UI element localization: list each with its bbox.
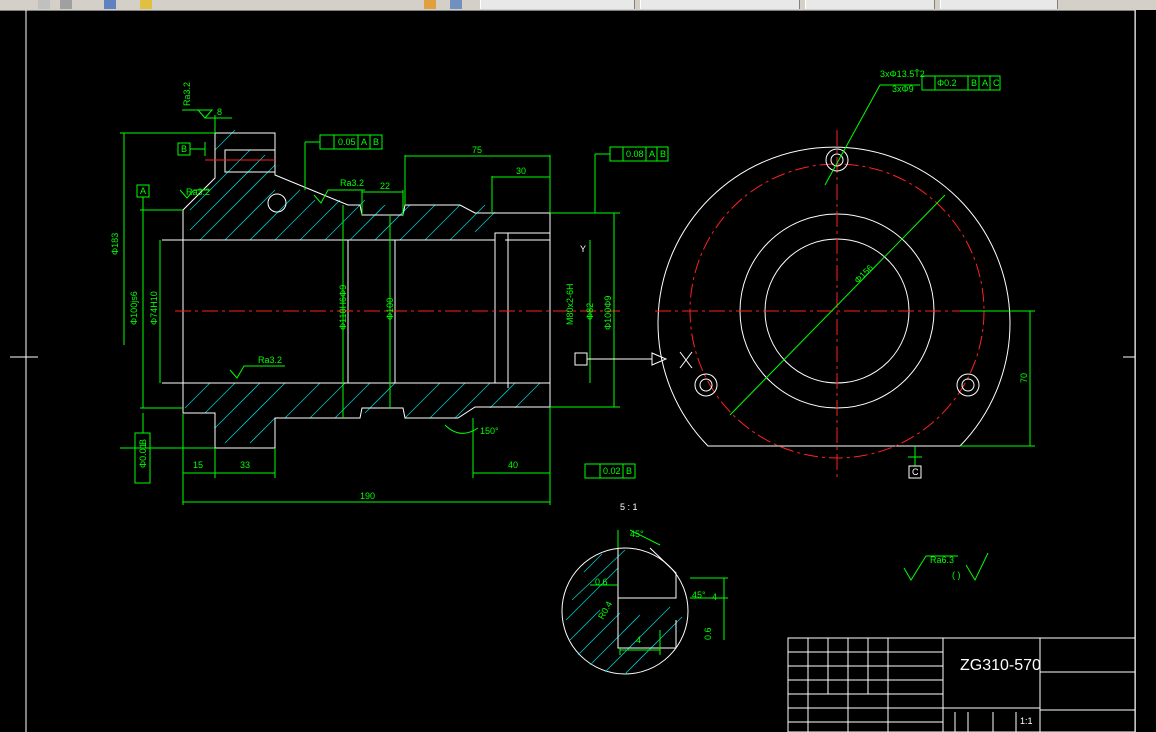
- dim-33: 33: [240, 460, 250, 470]
- file-icon[interactable]: [38, 0, 50, 9]
- tol2-datum-a: A: [649, 149, 655, 159]
- vertical-scrollbar[interactable]: [1135, 10, 1156, 732]
- hole-tol-a: A: [982, 78, 988, 88]
- toolbar: [0, 0, 1156, 11]
- ra-mid: Ra3.2: [340, 178, 364, 188]
- flange-view: Φ156 3xΦ13.5Ť2 3xΦ9 Φ0.2 B A C 70 C: [655, 69, 1035, 480]
- bolt-hole-right: [956, 373, 980, 397]
- dim-22: 22: [380, 181, 390, 191]
- tol1-datum-b: B: [373, 137, 379, 147]
- tol4-datum: B: [138, 439, 148, 445]
- detail-45-right: 45°: [692, 590, 706, 600]
- datum-b: B: [181, 144, 187, 154]
- ra-top: Ra3.2: [182, 82, 192, 106]
- bolt-hole-left: [694, 373, 718, 397]
- ra-inner: Ra3.2: [258, 355, 282, 365]
- ra-left: Ra3.2: [186, 187, 210, 197]
- dim-d100g: Φ100Φ9: [603, 296, 613, 330]
- tol2-datum-b: B: [660, 149, 666, 159]
- properties-icon[interactable]: [140, 0, 152, 9]
- general-roughness: Ra6.3 ( ): [903, 552, 989, 582]
- detail-hatch: [565, 549, 683, 675]
- dim-15: 15: [193, 460, 203, 470]
- dim-40: 40: [508, 460, 518, 470]
- hole-tol-c: C: [993, 78, 1000, 88]
- tol4-value: Φ0.01: [138, 443, 148, 468]
- lineweight-dropdown[interactable]: [940, 0, 1058, 9]
- ra63: Ra6.3: [930, 555, 954, 565]
- title-scale: 1:1: [1020, 716, 1033, 726]
- dim-d110h6: Φ110H6Φ9: [338, 285, 348, 330]
- detail-06-right: 0.6: [703, 627, 713, 640]
- datum-y: Y: [580, 244, 586, 254]
- drawing-canvas[interactable]: Φ183 Φ100js6 Φ74H10 Φ110H6Φ9 Φ100 Φ82 M8…: [0, 10, 1136, 732]
- hole-tol-value: Φ0.2: [937, 78, 957, 88]
- hatch-lower: [184, 382, 541, 444]
- tol3-datum: B: [626, 466, 632, 476]
- dim-d74h10: Φ74H10: [149, 291, 159, 325]
- dim-190: 190: [360, 491, 375, 501]
- dim-d100js6: Φ100js6: [129, 291, 139, 325]
- view-icon[interactable]: [450, 0, 462, 9]
- dim-m80: M80x2-6H: [565, 283, 575, 325]
- dim-75: 75: [472, 145, 482, 155]
- bolt-hole-top: [825, 148, 849, 172]
- detail-view: 5 : 1 45° 45° 4 0.6 0: [561, 502, 728, 675]
- layer-dropdown[interactable]: [480, 0, 635, 9]
- datum-c: C: [912, 467, 919, 477]
- linetype-dropdown[interactable]: [805, 0, 935, 9]
- detail-4-bottom: 4: [636, 635, 641, 645]
- tol1-datum-a: A: [361, 137, 367, 147]
- dimensions-left: Φ183 Φ100js6 Φ74H10 Φ110H6Φ9 Φ100 Φ82 M8…: [110, 107, 620, 505]
- tol3-value: 0.02: [603, 466, 621, 476]
- dim-150deg: 150°: [480, 426, 499, 436]
- holes-spec2: 3xΦ9: [892, 84, 914, 94]
- color-dropdown[interactable]: [640, 0, 800, 9]
- dim-d100: Φ100: [385, 298, 395, 320]
- annotations-left: Ra3.2 Ra3.2 Ra3.2 Ra3.2 A B 0.05 A B: [134, 82, 669, 484]
- save-icon[interactable]: [60, 0, 72, 9]
- dim-8: 8: [217, 107, 222, 117]
- dim-d183: Φ183: [110, 233, 120, 255]
- detail-scale: 5 : 1: [620, 502, 638, 512]
- dim-70: 70: [1019, 373, 1029, 383]
- dim-d156: Φ156: [852, 263, 875, 286]
- tol2-value: 0.08: [626, 149, 644, 159]
- detail-4-right: 4: [712, 592, 717, 602]
- detail-45-top: 45°: [630, 529, 644, 539]
- dim-d82: Φ82: [585, 303, 595, 320]
- roughness-general: ( ): [952, 570, 961, 580]
- title-block: ZG310-570 1:1: [787, 637, 1136, 732]
- title-material: ZG310-570: [960, 657, 1041, 674]
- drawing-frame: [10, 10, 1136, 732]
- layer-icon[interactable]: [104, 0, 116, 9]
- detail-06-left: 0.6: [595, 577, 608, 587]
- datum-a: A: [140, 186, 146, 196]
- detail-r04: R0.4: [596, 600, 614, 621]
- section-view: [162, 129, 620, 449]
- match-icon[interactable]: [424, 0, 436, 9]
- holes-spec: 3xΦ13.5Ť2: [880, 69, 925, 79]
- dim-30: 30: [516, 166, 526, 176]
- tol1-value: 0.05: [338, 137, 356, 147]
- hole-tol-b: B: [971, 78, 977, 88]
